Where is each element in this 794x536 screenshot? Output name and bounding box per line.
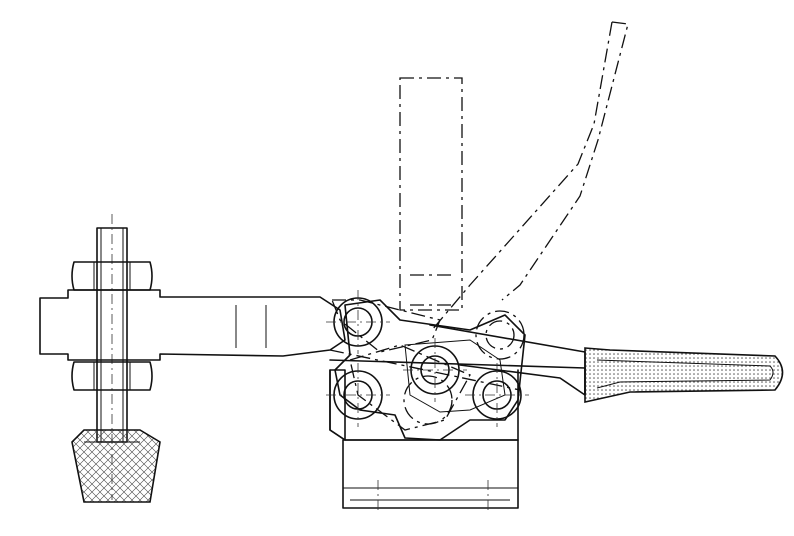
handle-grip xyxy=(584,347,784,403)
pivot-pin-link-ghost xyxy=(403,375,453,425)
pivot-pin-handle-ghost xyxy=(475,310,525,360)
clamp-arm xyxy=(39,289,346,361)
rubber-pressure-tip xyxy=(71,429,161,503)
linkage-plate xyxy=(334,299,526,441)
lower-hex-nut xyxy=(71,361,153,391)
open-handle-ghost xyxy=(329,21,629,431)
open-arm-ghost xyxy=(399,77,463,311)
